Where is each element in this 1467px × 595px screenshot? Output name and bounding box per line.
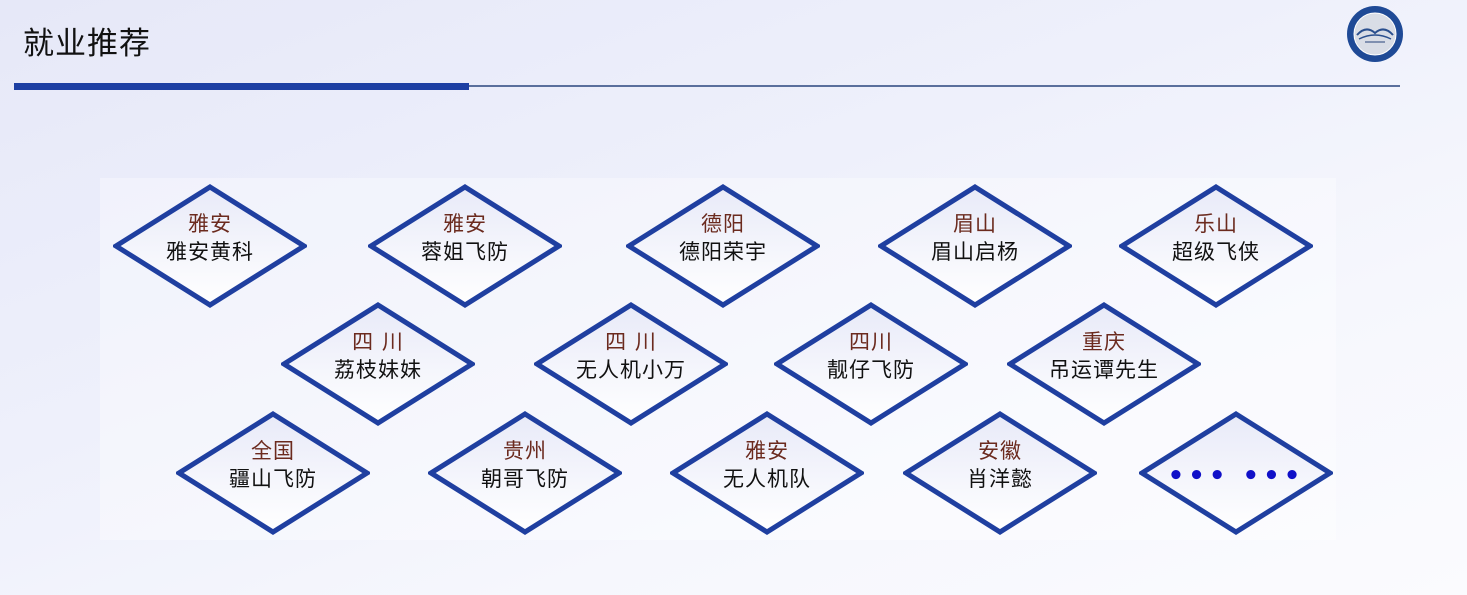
page-title: 就业推荐: [23, 26, 151, 62]
card-text: 雅安蓉姐飞防: [368, 210, 562, 266]
recommendation-card[interactable]: 眉山眉山启杨: [878, 184, 1072, 308]
card-text: 眉山眉山启杨: [878, 210, 1072, 266]
diamond-shape-icon: [1119, 184, 1313, 308]
recommendation-card[interactable]: 四 川无人机小万: [534, 302, 728, 426]
more-recommendations-card[interactable]: ••• •••: [1139, 411, 1333, 535]
card-region: 雅安: [745, 439, 789, 463]
recommendation-card[interactable]: 安徽肖洋懿: [903, 411, 1097, 535]
diamond-shape-icon: [1007, 302, 1201, 426]
recommendation-card[interactable]: 雅安无人机队: [670, 411, 864, 535]
recommendation-card[interactable]: 重庆吊运谭先生: [1007, 302, 1201, 426]
card-region: 四 川: [352, 330, 404, 354]
card-region: 雅安: [443, 212, 487, 236]
diamond-shape-icon: [534, 302, 728, 426]
recommendation-card[interactable]: 全国疆山飞防: [176, 411, 370, 535]
card-region: 全国: [251, 439, 295, 463]
card-region: 四 川: [605, 330, 657, 354]
card-company: 蓉姐飞防: [421, 240, 509, 264]
card-text: 雅安无人机队: [670, 437, 864, 493]
diamond-shape-icon: [774, 302, 968, 426]
diamond-shape-icon: [903, 411, 1097, 535]
card-text: 四 川无人机小万: [534, 328, 728, 384]
recommendation-card[interactable]: 德阳德阳荣宇: [626, 184, 820, 308]
card-company: 德阳荣宇: [679, 240, 767, 264]
card-text: 四 川荔枝妹妹: [281, 328, 475, 384]
card-text: 贵州朝哥飞防: [428, 437, 622, 493]
card-region: 眉山: [953, 212, 997, 236]
card-region: 重庆: [1082, 330, 1126, 354]
recommendation-card[interactable]: 四川靓仔飞防: [774, 302, 968, 426]
title-underline-accent: [14, 83, 469, 90]
card-region: 乐山: [1194, 212, 1238, 236]
card-company: 吊运谭先生: [1049, 358, 1159, 382]
card-company: 眉山启杨: [931, 240, 1019, 264]
recommendation-card[interactable]: 贵州朝哥飞防: [428, 411, 622, 535]
title-underline-rule: [469, 85, 1400, 87]
card-text: 雅安雅安黄科: [113, 210, 307, 266]
card-company: 肖洋懿: [967, 467, 1033, 491]
card-text: 安徽肖洋懿: [903, 437, 1097, 493]
card-company: 雅安黄科: [166, 240, 254, 264]
card-text: 乐山超级飞侠: [1119, 210, 1313, 266]
card-region: 贵州: [503, 439, 547, 463]
card-company: 无人机小万: [576, 358, 686, 382]
card-company: 超级飞侠: [1172, 240, 1260, 264]
recommendation-card[interactable]: 雅安雅安黄科: [113, 184, 307, 308]
recommendation-card[interactable]: 雅安蓉姐飞防: [368, 184, 562, 308]
more-dots-icon: ••• •••: [1167, 461, 1305, 491]
card-region: 四川: [849, 330, 893, 354]
diamond-shape-icon: [1139, 411, 1333, 535]
card-company: 无人机队: [723, 467, 811, 491]
card-company: 靓仔飞防: [827, 358, 915, 382]
card-company: 朝哥飞防: [481, 467, 569, 491]
card-text: 德阳德阳荣宇: [626, 210, 820, 266]
diamond-shape-icon: [368, 184, 562, 308]
diamond-shape-icon: [113, 184, 307, 308]
diamond-shape-icon: [176, 411, 370, 535]
recommendation-card[interactable]: 乐山超级飞侠: [1119, 184, 1313, 308]
card-region: 安徽: [978, 439, 1022, 463]
diamond-shape-icon: [626, 184, 820, 308]
card-region: 雅安: [188, 212, 232, 236]
diamond-shape-icon: [670, 411, 864, 535]
recommendation-card[interactable]: 四 川荔枝妹妹: [281, 302, 475, 426]
card-text: 全国疆山飞防: [176, 437, 370, 493]
diamond-shape-icon: [428, 411, 622, 535]
card-text: 四川靓仔飞防: [774, 328, 968, 384]
school-emblem-logo: [1346, 5, 1404, 63]
diamond-shape-icon: [281, 302, 475, 426]
card-company: 疆山飞防: [229, 467, 317, 491]
card-text: 重庆吊运谭先生: [1007, 328, 1201, 384]
diamond-shape-icon: [878, 184, 1072, 308]
card-region: 德阳: [701, 212, 745, 236]
card-company: 荔枝妹妹: [334, 358, 422, 382]
